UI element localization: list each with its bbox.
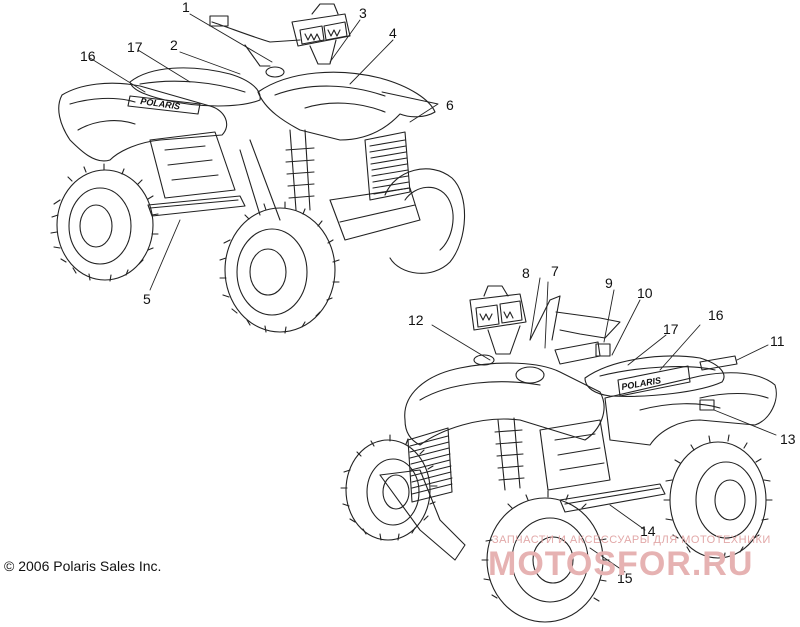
callout-3: 3: [359, 5, 367, 21]
atv-bottom-body: [379, 285, 777, 561]
callout-4: 4: [389, 25, 397, 41]
callout-15: 15: [617, 570, 633, 586]
callout-16-bottom: 16: [708, 307, 724, 323]
callout-1: 1: [182, 0, 190, 15]
callout-2: 2: [170, 37, 178, 53]
atv-bottom: [340, 277, 777, 623]
atv-top: [50, 3, 466, 334]
callout-17-top: 17: [127, 39, 143, 55]
callout-16-top: 16: [80, 48, 96, 64]
atv-top-body: [58, 3, 436, 241]
callout-13: 13: [780, 431, 796, 447]
atv-bottom-leader-lines: [431, 277, 777, 573]
atv-top-front-wheel: [219, 201, 340, 334]
callout-8: 8: [522, 265, 530, 281]
callout-12: 12: [408, 312, 424, 328]
watermark-site: MOTOSFOR.RU: [488, 545, 754, 583]
callout-7: 7: [551, 263, 559, 279]
atv-top-rear-wheel: [50, 163, 159, 282]
callout-9: 9: [605, 275, 613, 291]
atv-top-leader-lines: [89, 13, 439, 291]
callout-17-bottom: 17: [663, 321, 679, 337]
callout-6: 6: [446, 97, 454, 113]
callout-14: 14: [640, 523, 656, 539]
atv-bottom-front-wheel: [481, 490, 610, 623]
callout-5: 5: [143, 291, 151, 307]
callout-10: 10: [637, 285, 653, 301]
watermark-tagline: ЗАПЧАСТИ И АКСЕССУАРЫ ДЛЯ МОТОТЕХНИКИ: [492, 534, 771, 546]
callout-11: 11: [770, 333, 785, 349]
copyright-notice: © 2006 Polaris Sales Inc.: [4, 558, 162, 574]
atv-bottom-rear-wheel: [663, 434, 773, 560]
atv-top-front-right-wheel: [384, 168, 466, 274]
